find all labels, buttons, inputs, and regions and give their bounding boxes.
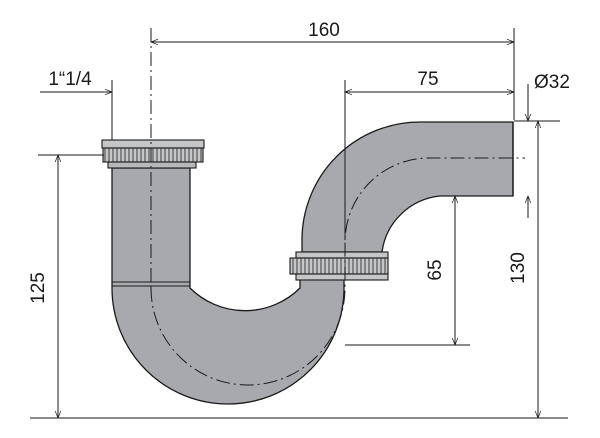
- dimension-labels: 160 75 1“1/4 Ø32 125 130 65: [28, 20, 570, 304]
- label-thread-size: 1“1/4: [48, 69, 92, 90]
- dimension-lines: [40, 38, 542, 419]
- label-outlet-diameter: Ø32: [534, 72, 570, 93]
- inlet-nut: [101, 139, 205, 169]
- label-inlet-height: 125: [28, 272, 49, 304]
- middle-nut: [289, 251, 389, 281]
- label-outlet-height: 130: [508, 252, 529, 284]
- extension-lines: [30, 28, 568, 419]
- label-overall-width: 160: [308, 20, 340, 41]
- upper-bend: [301, 121, 514, 253]
- centerlines: [150, 28, 525, 386]
- label-seal-depth: 65: [425, 259, 446, 280]
- label-outlet-offset: 75: [417, 69, 438, 90]
